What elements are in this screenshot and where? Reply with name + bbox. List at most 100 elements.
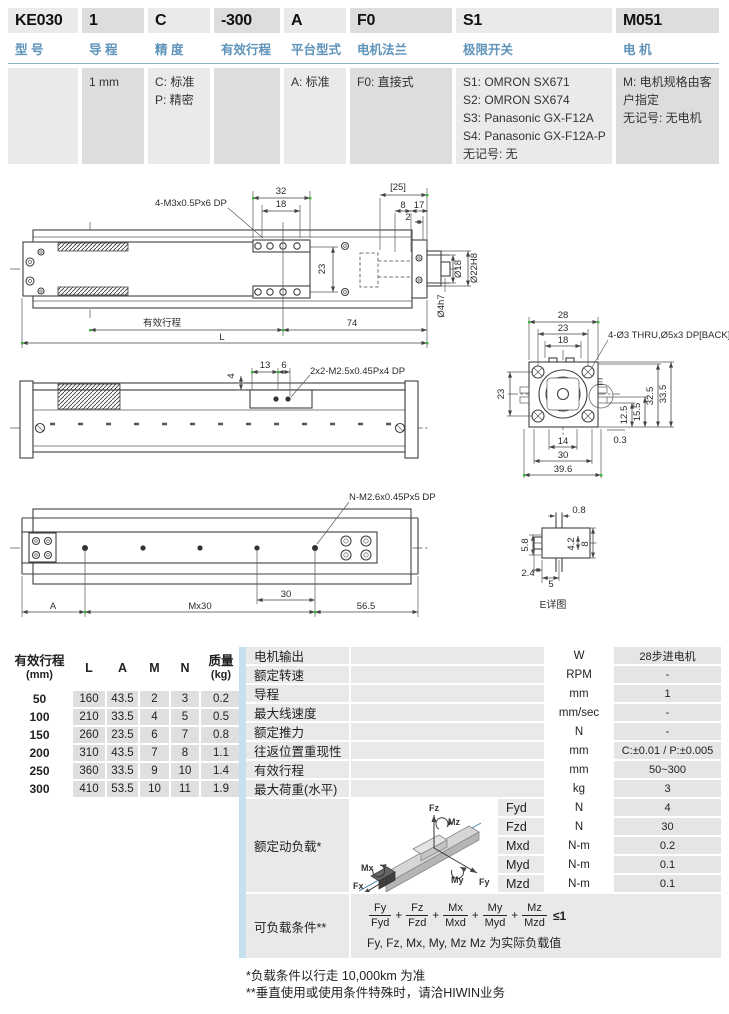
header-unit: (mm) xyxy=(26,668,53,681)
cell: 2 xyxy=(140,691,169,707)
code-lead: 1 xyxy=(82,8,144,33)
dim-23-left: 23 xyxy=(496,389,507,400)
cell: 10 xyxy=(140,781,169,797)
numerator: Mz xyxy=(527,902,542,914)
formula-note: Fy, Fz, Mx, My, Mz Mz 为实际负载值 xyxy=(367,936,562,951)
dim-25: [25] xyxy=(390,182,406,193)
spec-unit: RPM xyxy=(546,666,612,683)
desc-lead: 1 mm xyxy=(82,68,144,164)
axis-label-fx: Fx xyxy=(353,881,364,891)
plus-sign: + xyxy=(432,909,440,922)
dim-58: 5.8 xyxy=(520,538,531,551)
label-platform: 平台型式 xyxy=(284,37,346,59)
cell: 0.2 xyxy=(201,691,241,707)
load-unit: N-m xyxy=(546,837,612,854)
spec-filler xyxy=(351,704,544,721)
dim-17: 17 xyxy=(414,200,425,211)
load-value: 0.1 xyxy=(614,875,721,892)
cell: 9 xyxy=(140,763,169,779)
header-unit: (kg) xyxy=(210,668,232,681)
axis-label-fz: Fz xyxy=(429,803,439,813)
desc-line: S1: OMRON SX671 xyxy=(463,75,570,89)
spec-unit: N xyxy=(546,723,612,740)
dim-03: 0.3 xyxy=(613,435,626,446)
dim-396: 39.6 xyxy=(554,464,573,475)
cell: 1.9 xyxy=(201,781,241,797)
desc-line: F0: 直接式 xyxy=(357,75,414,89)
code-precision: C xyxy=(148,8,210,33)
label-motor: 电 机 xyxy=(616,37,719,59)
dim-dia18: Ø18 xyxy=(453,260,464,278)
cell: 360 xyxy=(73,763,105,779)
spec-unit: mm xyxy=(546,685,612,702)
header-text: N xyxy=(180,660,190,675)
cell: 53.5 xyxy=(107,781,138,797)
desc-platform: A: 标准 xyxy=(284,68,346,164)
mount-holes xyxy=(82,545,318,551)
spec-value: 3 xyxy=(614,780,721,797)
cell: 3 xyxy=(171,691,199,707)
dim-325: 32.5 xyxy=(645,387,656,406)
axis-label-my: My xyxy=(451,875,464,885)
spec-label: 电机输出 xyxy=(246,647,349,664)
spec-label: 有效行程 xyxy=(246,761,349,778)
spec-value: C:±0.01 / P:±0.005 xyxy=(614,742,721,759)
load-direction-diagram: Fz Mz Mx Fx My Fy xyxy=(353,803,490,892)
denominator: Fyd xyxy=(369,914,392,929)
desc-line: S2: OMRON SX674 xyxy=(463,93,570,107)
desc-line: S3: Panasonic GX-F12A xyxy=(463,111,594,125)
footnote-2: **垂直使用或使用条件特殊时，请洽HIWIN业务 xyxy=(246,985,506,1000)
cell: 5 xyxy=(171,709,199,725)
code-flange: F0 xyxy=(350,8,452,33)
load-value: 0.1 xyxy=(614,856,721,873)
cell: 310 xyxy=(73,745,105,761)
code-stroke: -300 xyxy=(214,8,280,33)
cell: 23.5 xyxy=(107,727,138,743)
cell: 11 xyxy=(171,781,199,797)
cell: 50 xyxy=(8,691,71,707)
plus-sign: + xyxy=(471,909,479,922)
spec-value: - xyxy=(614,666,721,683)
cell: 4 xyxy=(140,709,169,725)
technical-drawings: 32 18 4-M3x0.5Px6 DP [25] 8 17 2 23 有效行程 xyxy=(10,182,729,617)
header-text: A xyxy=(117,660,128,675)
dim-23: 23 xyxy=(317,264,328,275)
label-stroke: 有效行程 xyxy=(214,37,280,59)
code-model: KE030 xyxy=(8,8,78,33)
dim-74: 74 xyxy=(347,318,358,329)
col-header-A: A xyxy=(107,647,138,689)
desc-line: M: 电机规格由客户指定 xyxy=(623,75,712,107)
header-text: L xyxy=(85,660,93,675)
cell: 0.8 xyxy=(201,727,241,743)
dim-A: A xyxy=(50,601,57,612)
spec-value: 1 xyxy=(614,685,721,702)
flange-screw-label: 4-Ø3 THRU,Ø5x3 DP[BACK] xyxy=(608,330,729,341)
spec-table: 电机输出 W 28步进电机 额定转速 RPM - 导程 mm 1 最大线速度 m… xyxy=(239,647,721,958)
dim-Mx30: Mx30 xyxy=(188,601,211,612)
dim-dia22: Ø22H8 xyxy=(469,253,480,283)
side-view-drawing: 4 13 6 2x2-M2.5x0.45Px4 DP xyxy=(10,360,428,459)
numerator: Fz xyxy=(411,902,424,914)
spec-filler xyxy=(351,780,544,797)
label-model: 型 号 xyxy=(8,37,78,59)
load-unit: N xyxy=(546,799,612,816)
cell: 250 xyxy=(8,763,71,779)
cell: 150 xyxy=(8,727,71,743)
load-unit: N-m xyxy=(546,856,612,873)
dim-5: 5 xyxy=(548,579,553,590)
code-motor: M051 xyxy=(616,8,719,33)
load-value: 30 xyxy=(614,818,721,835)
dim-30-bottom: 30 xyxy=(281,589,292,600)
dim-13: 13 xyxy=(260,360,271,371)
flange-view-drawing: E 28 23 18 4-Ø3 THRU,Ø5x3 DP[BACK] 23 12… xyxy=(496,310,729,478)
spec-filler xyxy=(351,647,544,664)
header-text: 质量 xyxy=(208,654,234,669)
spec-label: 最大荷重(水平) xyxy=(246,780,349,797)
label-lead: 导 程 xyxy=(82,37,144,59)
spec-label: 额定推力 xyxy=(246,723,349,740)
denominator: Fzd xyxy=(406,914,429,929)
load-diagram-cell: Fz Mz Mx Fx My Fy xyxy=(351,799,496,892)
side-screw-label: 2x2-M2.5x0.45Px4 DP xyxy=(310,366,405,377)
